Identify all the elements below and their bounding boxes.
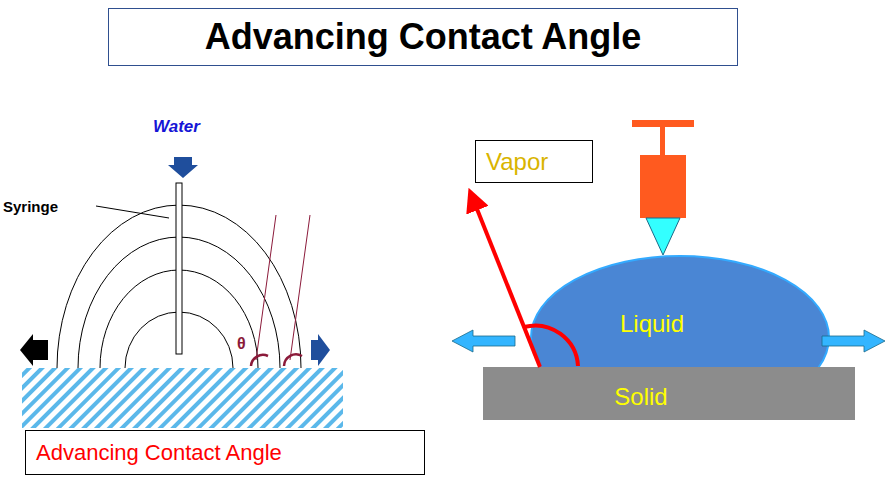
- syringe-plunger: [632, 120, 694, 127]
- tangent-arrow: [473, 199, 540, 367]
- title-text: Advancing Contact Angle: [205, 16, 642, 58]
- water-arrow: [168, 157, 198, 178]
- spread-arrow: [822, 330, 885, 352]
- node-text: Solid: [614, 383, 667, 411]
- node-text: Liquid: [620, 310, 684, 338]
- angle-arcs: [251, 354, 302, 366]
- syringe-tip: [646, 218, 680, 255]
- hatched-surface: [22, 368, 343, 428]
- syringe-stem: [660, 127, 665, 156]
- solid-substrate: Solid: [483, 367, 855, 420]
- node-text: Vapor: [486, 148, 548, 176]
- caption-box: Advancing Contact Angle: [25, 430, 425, 475]
- leader-line: [96, 206, 169, 218]
- syringe-needle: [176, 183, 182, 354]
- water-label: Water: [153, 117, 200, 137]
- node-text: Advancing Contact Angle: [36, 440, 282, 466]
- spread-arrow: [452, 330, 515, 352]
- title-box: Advancing Contact Angle: [108, 8, 738, 66]
- spread-arrow: [20, 334, 48, 366]
- angle-symbol: θ: [237, 335, 246, 353]
- syringe-body: [640, 155, 686, 218]
- tangent-lines: [256, 215, 310, 360]
- syringe-label: Syringe: [3, 198, 58, 215]
- spread-arrow: [311, 334, 330, 366]
- vapor-box: Vapor: [475, 140, 593, 183]
